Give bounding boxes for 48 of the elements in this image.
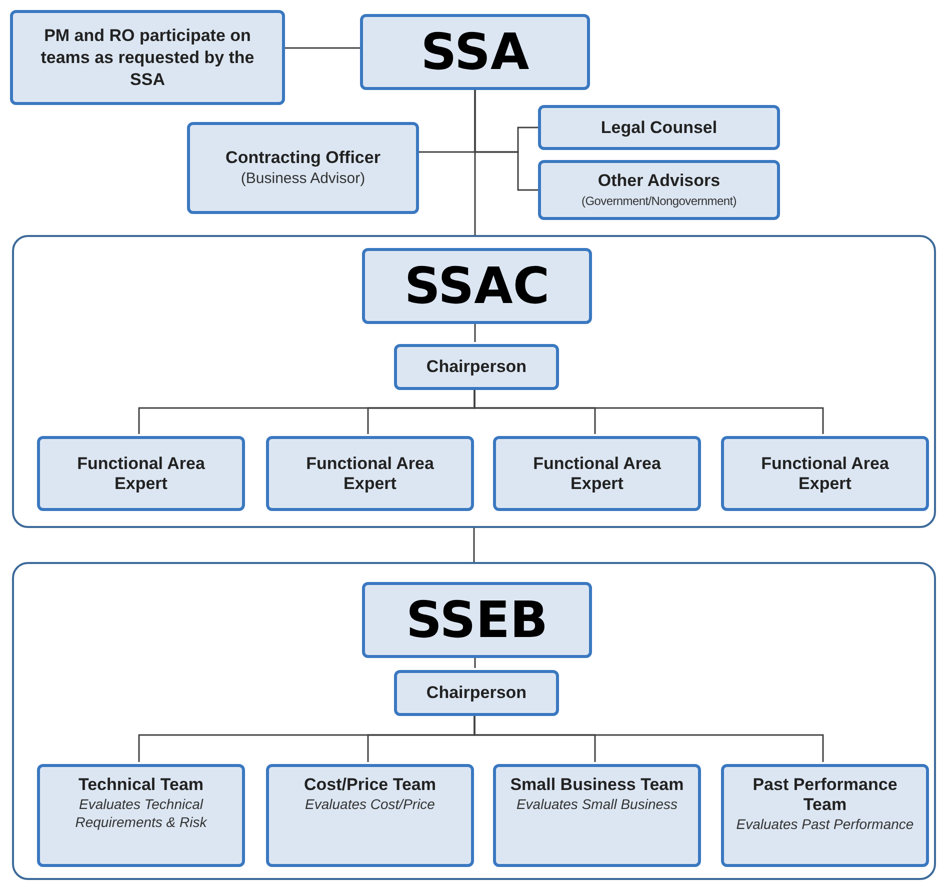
group-panel bbox=[12, 562, 936, 880]
group-panel bbox=[12, 235, 936, 528]
node-label: Technical Team bbox=[77, 775, 205, 795]
node-description: Evaluates Small Business bbox=[515, 795, 679, 813]
role-box bbox=[538, 105, 780, 150]
role-box bbox=[538, 160, 780, 220]
role-box bbox=[721, 764, 929, 867]
node-label: Chairperson bbox=[425, 683, 528, 703]
role-box bbox=[721, 436, 929, 511]
note-box bbox=[10, 10, 285, 105]
title-box bbox=[362, 248, 592, 324]
node-subtitle: (Government/Nongovernment) bbox=[582, 193, 736, 210]
connector-line bbox=[474, 714, 824, 762]
title-box bbox=[360, 14, 590, 90]
node-label: Legal Counsel bbox=[600, 118, 718, 138]
connector-line bbox=[473, 528, 475, 562]
role-box bbox=[493, 764, 701, 867]
node-label: Functional Area Expert bbox=[76, 454, 206, 494]
role-box bbox=[187, 122, 419, 214]
node-label: Chairperson bbox=[425, 357, 528, 377]
role-box bbox=[394, 344, 559, 390]
connector-line bbox=[474, 388, 824, 434]
node-label: Other Advisors bbox=[598, 170, 720, 192]
node-description: Evaluates Technical Requirements & Risk bbox=[74, 795, 208, 831]
node-label: Cost/Price Team bbox=[303, 775, 437, 795]
node-label: Contracting Officer bbox=[226, 147, 380, 169]
node-label: Functional Area Expert bbox=[760, 454, 890, 494]
node-label: PM and RO participate on teams as requested by the SSA bbox=[40, 24, 256, 90]
role-box bbox=[493, 436, 701, 511]
connector-line bbox=[474, 322, 476, 342]
node-description: Evaluates Past Performance bbox=[735, 815, 915, 833]
node-subtitle: (Business Advisor) bbox=[240, 169, 366, 189]
role-box bbox=[37, 436, 245, 511]
node-title: SSEB bbox=[406, 595, 548, 645]
connector-line bbox=[474, 90, 476, 235]
connector-line bbox=[285, 47, 360, 49]
node-label: Small Business Team bbox=[509, 775, 685, 795]
node-description: Evaluates Cost/Price bbox=[304, 795, 436, 813]
node-label: Functional Area Expert bbox=[305, 454, 435, 494]
role-box bbox=[394, 670, 559, 716]
node-title: SSAC bbox=[404, 261, 550, 311]
title-box bbox=[362, 582, 592, 658]
role-box bbox=[266, 436, 474, 511]
node-label: Functional Area Expert bbox=[532, 454, 662, 494]
role-box bbox=[37, 764, 245, 867]
role-box bbox=[266, 764, 474, 867]
node-label: Past Performance Team bbox=[752, 775, 898, 815]
node-title: SSA bbox=[420, 27, 530, 77]
